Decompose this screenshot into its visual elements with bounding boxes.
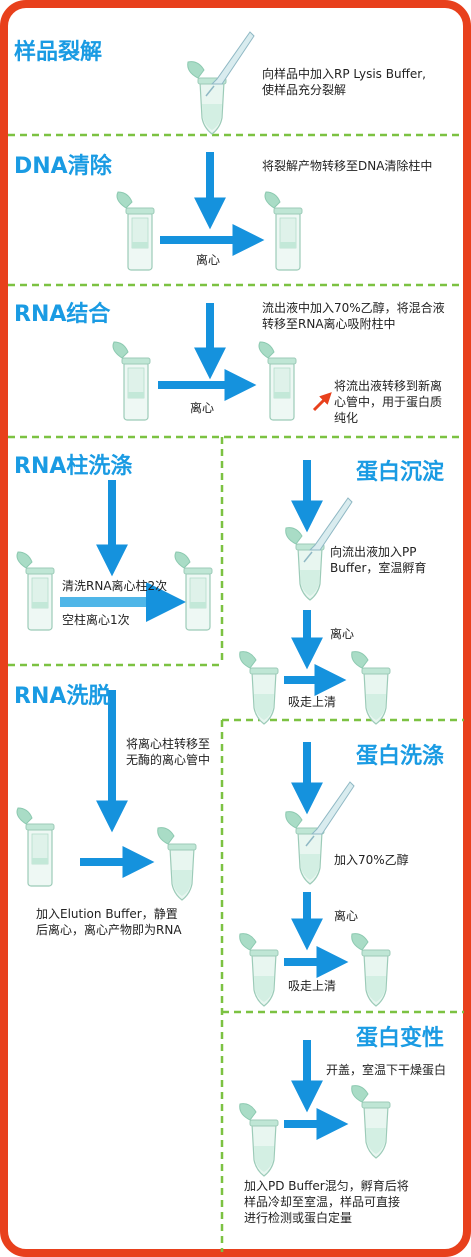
spin-label: 离心 [190, 401, 215, 415]
protein-precip-desc: 向流出液加入PP [330, 545, 417, 559]
rna-wash-step: 清洗RNA离心柱2次 [62, 579, 168, 593]
protein-denature-foot: 样品冷却至室温，样品可直接 [244, 1195, 401, 1209]
rna-elute-desc: 将离心柱转移至 [126, 737, 211, 751]
rna-wash-step: 空柱离心1次 [62, 613, 130, 627]
protein-precip-desc: Buffer，室温孵育 [330, 561, 427, 575]
rna-elute-desc: 无酶的离心管中 [126, 753, 211, 767]
section-title-protein-precip: 蛋白沉淀 [356, 460, 445, 485]
rna-bind-desc: 转移至RNA离心吸附柱中 [262, 317, 396, 331]
lysis-desc: 使样品充分裂解 [262, 83, 347, 97]
rna-bind-desc: 流出液中加入70%乙醇，将混合液 [262, 301, 445, 315]
section-title-dna: DNA清除 [14, 154, 112, 179]
rna-bind-side: 心管中，用于蛋白质 [334, 395, 443, 409]
protein-wash-desc: 加入70%乙醇 [334, 853, 409, 867]
lysis-desc: 向样品中加入RP Lysis Buffer, [262, 67, 426, 81]
section-title-protein-wash: 蛋白洗涤 [356, 744, 445, 769]
spin-label: 离心 [196, 253, 221, 267]
rna-bind-side: 纯化 [334, 411, 359, 425]
section-title-rna-wash: RNA柱洗涤 [14, 454, 133, 479]
section-title-protein-denature: 蛋白变性 [356, 1026, 445, 1051]
protein-denature-foot: 加入PD Buffer混匀，孵育后将 [244, 1179, 409, 1193]
remove-supernatant-label: 吸走上清 [288, 979, 337, 993]
rna-elute-foot: 后离心，离心产物即为RNA [36, 923, 182, 937]
rna-elute-foot: 加入Elution Buffer，静置 [36, 907, 178, 921]
rna-bind-side: 将流出液转移到新离 [334, 379, 443, 393]
remove-supernatant-label: 吸走上清 [288, 695, 337, 709]
protein-denature-foot: 进行检测或蛋白定量 [244, 1211, 353, 1225]
spin-label: 离心 [330, 627, 355, 641]
section-title-lysis: 样品裂解 [14, 40, 103, 65]
protein-denature-desc: 开盖，室温下干燥蛋白 [326, 1063, 447, 1077]
dna-desc: 将裂解产物转移至DNA清除柱中 [262, 159, 433, 173]
arrow-red [312, 392, 332, 412]
section-title-rna-elute: RNA洗脱 [14, 684, 111, 709]
section-title-rna-bind: RNA结合 [14, 302, 111, 327]
spin-label: 离心 [334, 909, 359, 923]
